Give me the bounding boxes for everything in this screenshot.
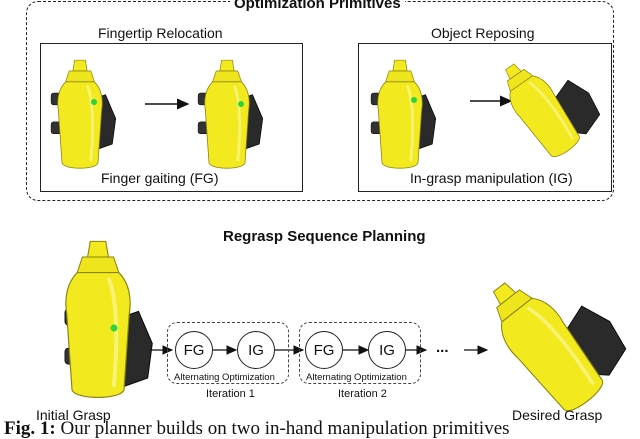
fingertip-relocation-title: Fingertip Relocation xyxy=(98,25,223,41)
figure-caption-prefix: Fig. 1: xyxy=(4,418,56,439)
figure-caption-text: Our planner builds on two in-hand manipu… xyxy=(55,418,510,439)
iteration-2-label: Iteration 2 xyxy=(338,388,387,400)
iteration-2-box xyxy=(299,322,421,384)
ellipsis: ... xyxy=(436,339,449,356)
alternating-optimization-label-1: Alternating Optimization xyxy=(174,372,275,383)
iteration-1-box xyxy=(167,322,289,384)
desired-grasp-image xyxy=(474,267,636,421)
alternating-optimization-label-2: Alternating Optimization xyxy=(306,372,407,383)
fg-node-2: FG xyxy=(305,331,343,369)
finger-gaiting-label: Finger gaiting (FG) xyxy=(101,170,219,186)
desired-grasp-label: Desired Grasp xyxy=(512,407,603,423)
fg-after-image xyxy=(197,58,264,170)
ig-before-image xyxy=(370,58,437,170)
fg-before-image xyxy=(50,58,117,170)
section-title-regrasp-planning: Regrasp Sequence Planning xyxy=(223,228,426,245)
ig-node-1: IG xyxy=(237,331,275,369)
in-grasp-manipulation-label: In-grasp manipulation (IG) xyxy=(410,170,573,186)
initial-grasp-label: Initial Grasp xyxy=(36,407,111,423)
iteration-1-label: Iteration 1 xyxy=(206,388,255,400)
fg-node-1: FG xyxy=(175,331,213,369)
section-title-optimization-primitives: Optimization Primitives xyxy=(230,0,405,11)
object-reposing-title: Object Reposing xyxy=(431,25,535,41)
figure-caption: Fig. 1: Our planner builds on two in-han… xyxy=(0,419,640,438)
ig-node-2: IG xyxy=(368,331,406,369)
initial-grasp-image xyxy=(63,239,153,400)
